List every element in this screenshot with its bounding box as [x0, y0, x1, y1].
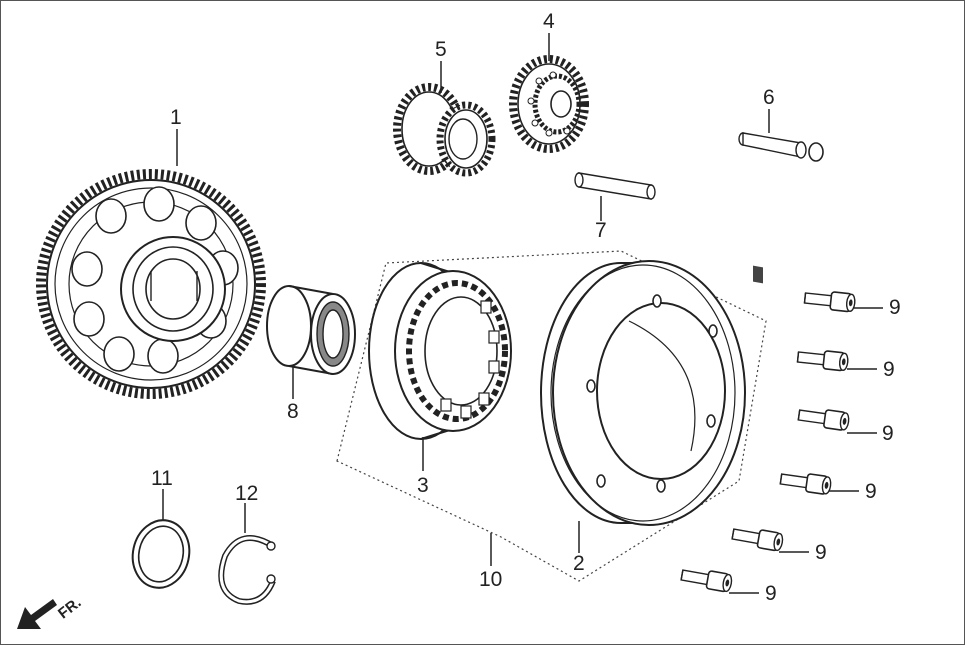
callout-10: 10	[479, 568, 503, 591]
callout-11: 11	[151, 467, 173, 490]
circlip	[218, 535, 276, 605]
bolt-3	[796, 405, 851, 432]
callout-9f: 9	[765, 582, 777, 605]
starter-driven-gear	[36, 169, 266, 399]
clutch-outer-plate	[540, 260, 746, 526]
callout-7: 7	[595, 219, 607, 242]
starter-shaft	[738, 132, 824, 284]
dowel-pin	[574, 172, 656, 200]
callout-2: 2	[573, 552, 585, 575]
callout-9b: 9	[883, 358, 895, 381]
thrust-washer	[131, 519, 191, 589]
arrow-icon	[17, 599, 57, 629]
needle-bearing	[266, 285, 356, 375]
callout-8: 8	[287, 400, 299, 423]
one-way-clutch	[368, 262, 512, 440]
callout-9a: 9	[889, 296, 901, 319]
bolt-2	[796, 347, 850, 372]
callout-4: 4	[543, 10, 555, 33]
bolt-5	[730, 524, 785, 553]
callout-9c: 9	[882, 422, 894, 445]
reduction-gear	[509, 55, 589, 153]
callout-9e: 9	[815, 541, 827, 564]
callout-6: 6	[763, 86, 775, 109]
bolt-6	[679, 565, 734, 594]
bolt-4	[778, 469, 833, 496]
callout-9d: 9	[865, 480, 877, 503]
callout-1: 1	[170, 106, 182, 129]
callout-3: 3	[417, 474, 429, 497]
callout-12: 12	[235, 482, 259, 505]
bolt-1	[803, 288, 857, 313]
one-way-clutch-assembly-outline	[336, 250, 767, 582]
callout-5: 5	[435, 38, 447, 61]
idle-gear	[393, 83, 496, 177]
leader-lines	[162, 33, 883, 594]
